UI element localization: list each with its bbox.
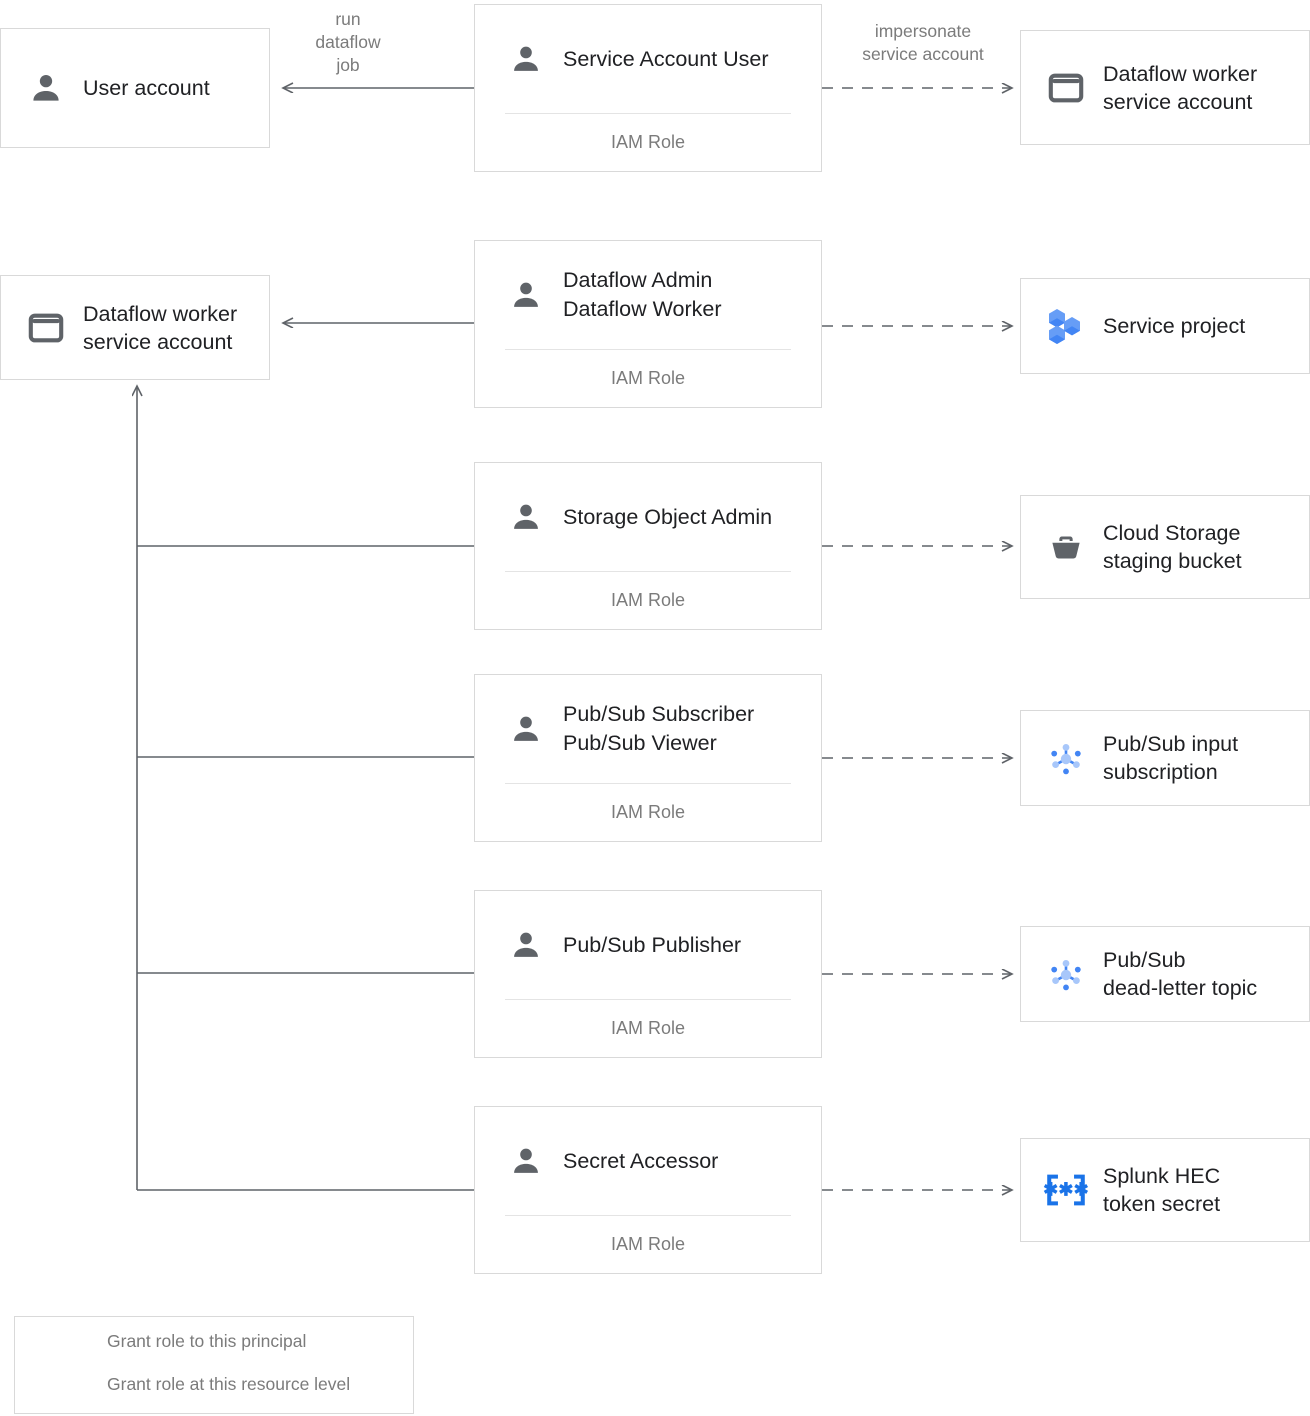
role-card-header: Pub/Sub Subscriber Pub/Sub Viewer xyxy=(475,675,821,783)
role-card-divider xyxy=(505,783,791,784)
pubsub-icon xyxy=(1043,951,1089,997)
legend-item-label: Grant role at this resource level xyxy=(107,1373,351,1394)
role-card-footer: IAM Role xyxy=(610,590,686,610)
role-card-footer: IAM Role xyxy=(610,1018,686,1038)
secret-icon: ✱✱✱ xyxy=(1043,1167,1089,1213)
principal-user-account-label: User account xyxy=(83,76,210,100)
service-account-icon xyxy=(23,305,69,351)
role-card-footer: IAM Role xyxy=(610,368,686,388)
resource-label: Pub/Sub dead-letter topic xyxy=(1103,948,1258,1000)
legend-item-grant-role-to-principal: Grant role to this principal xyxy=(15,1324,413,1358)
resource-label: Dataflow worker service account xyxy=(1103,61,1258,114)
role-name: Dataflow Admin Dataflow Worker xyxy=(563,268,722,321)
role-card-storage-object-admin[interactable]: Storage Object Admin IAM Role xyxy=(474,462,822,630)
resource-pubsub-input-subscription[interactable]: Pub/Sub input subscription xyxy=(1020,710,1310,806)
role-card-header: Dataflow Admin Dataflow Worker xyxy=(475,241,821,349)
role-card-divider xyxy=(505,571,791,572)
role-card-footer: IAM Role xyxy=(610,802,686,822)
role-name: Service Account User xyxy=(563,46,769,71)
legend-item-label: Grant role to this principal xyxy=(107,1330,307,1351)
resource-cloud-storage-staging-bucket[interactable]: Cloud Storage staging bucket xyxy=(1020,495,1310,599)
role-name: Pub/Sub Subscriber Pub/Sub Viewer xyxy=(563,702,755,755)
person-icon xyxy=(505,924,547,966)
person-icon xyxy=(23,65,69,111)
person-icon xyxy=(505,708,547,750)
principal-dataflow-worker-service-account[interactable]: Dataflow worker service account xyxy=(0,275,270,380)
resource-service-project[interactable]: Service project xyxy=(1020,278,1310,374)
role-card-footer: IAM Role xyxy=(610,1234,686,1254)
role-card-footer: IAM Role xyxy=(610,132,686,152)
resource-splunk-hec-token-secret[interactable]: ✱✱✱ Splunk HEC token secret xyxy=(1020,1138,1310,1242)
connector-label-run-dataflow-job: run dataflow job xyxy=(315,9,381,75)
project-hexagons-icon xyxy=(1043,303,1089,349)
principal-user-account[interactable]: User account xyxy=(0,28,270,148)
person-icon xyxy=(505,38,547,80)
cloud-storage-bucket-icon xyxy=(1043,524,1089,570)
role-card-divider xyxy=(505,999,791,1000)
role-card-divider xyxy=(505,113,791,114)
bus-roles-to-dataflow-worker-sa xyxy=(137,386,474,1191)
role-card-header: Secret Accessor xyxy=(475,1107,821,1215)
pubsub-icon xyxy=(1043,735,1089,781)
role-name: Secret Accessor xyxy=(563,1148,719,1173)
role-card-header: Service Account User xyxy=(475,5,821,113)
resource-dataflow-worker-service-account[interactable]: Dataflow worker service account xyxy=(1020,30,1310,145)
role-card-divider xyxy=(505,349,791,350)
svg-text:✱✱✱: ✱✱✱ xyxy=(1043,1180,1089,1200)
role-name: Pub/Sub Publisher xyxy=(563,932,742,957)
resource-label: Splunk HEC token secret xyxy=(1103,1164,1221,1216)
resource-label: Service project xyxy=(1103,314,1246,338)
connector-label-impersonate-service-account: impersonate service account xyxy=(862,21,984,64)
role-card-service-account-user[interactable]: Service Account User IAM Role xyxy=(474,4,822,172)
person-icon xyxy=(505,1140,547,1182)
resource-label: Cloud Storage staging bucket xyxy=(1103,521,1242,573)
person-icon xyxy=(505,496,547,538)
principal-dataflow-worker-service-account-label: Dataflow worker service account xyxy=(83,301,238,354)
service-account-icon xyxy=(1043,65,1089,111)
resource-label: Pub/Sub input subscription xyxy=(1103,732,1239,784)
role-card-pubsub-publisher[interactable]: Pub/Sub Publisher IAM Role xyxy=(474,890,822,1058)
role-card-header: Storage Object Admin xyxy=(475,463,821,571)
role-card-pubsub-subscriber-viewer[interactable]: Pub/Sub Subscriber Pub/Sub Viewer IAM Ro… xyxy=(474,674,822,842)
role-card-header: Pub/Sub Publisher xyxy=(475,891,821,999)
resource-pubsub-dead-letter-topic[interactable]: Pub/Sub dead-letter topic xyxy=(1020,926,1310,1022)
legend: Grant role to this principal Grant role … xyxy=(14,1316,414,1414)
person-icon xyxy=(505,274,547,316)
role-card-dataflow-admin-worker[interactable]: Dataflow Admin Dataflow Worker IAM Role xyxy=(474,240,822,408)
role-name: Storage Object Admin xyxy=(563,504,773,529)
role-card-secret-accessor[interactable]: Secret Accessor IAM Role xyxy=(474,1106,822,1274)
role-card-divider xyxy=(505,1215,791,1216)
legend-item-grant-role-at-resource-level: Grant role at this resource level xyxy=(15,1367,413,1401)
